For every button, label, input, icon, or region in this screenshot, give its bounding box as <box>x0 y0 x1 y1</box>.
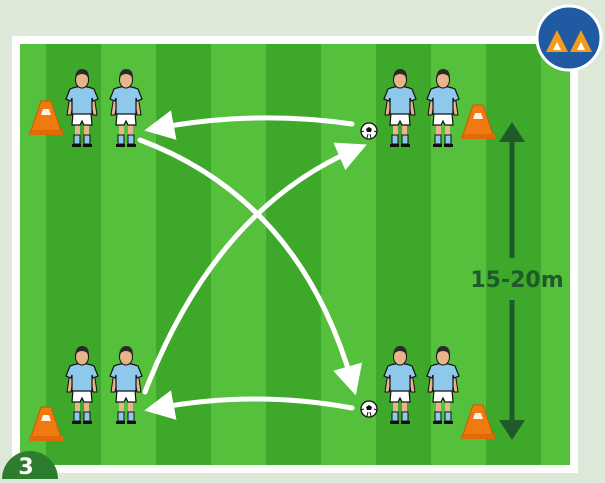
difficulty-badge <box>535 4 603 72</box>
football-icon <box>360 122 378 140</box>
distance-label: 15-20m <box>470 268 563 293</box>
pass-arrows <box>137 110 367 420</box>
pass-arrow-bottom <box>144 390 355 420</box>
distance-measure: 15-20m <box>470 122 564 440</box>
double-triangle-icon <box>546 30 592 52</box>
pass-arrow-top <box>144 110 355 140</box>
step-badge: 3 <box>2 451 58 483</box>
run-arrow-diagonal-down <box>137 137 363 396</box>
run-arrow-diagonal-up <box>142 142 367 395</box>
football-icon <box>360 400 378 418</box>
step-number: 3 <box>18 455 33 479</box>
